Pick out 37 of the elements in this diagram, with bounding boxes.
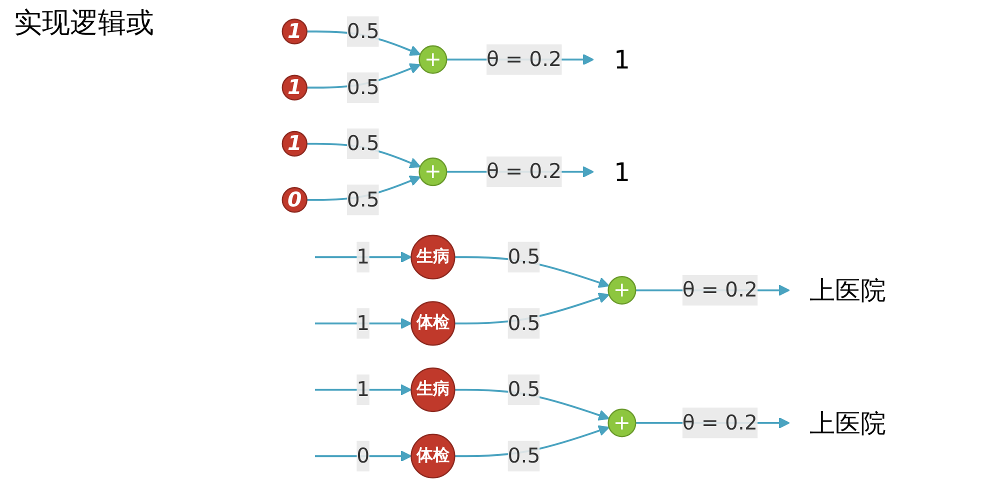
edge-label: 0.5 xyxy=(346,131,379,156)
node-circle: 生病 xyxy=(410,367,455,412)
edge-label: 0 xyxy=(356,443,370,468)
node-circle: + xyxy=(607,276,636,305)
node-circle: 1 xyxy=(281,18,308,44)
arrow xyxy=(314,318,412,330)
arrow xyxy=(314,252,412,263)
edge-label: 0.5 xyxy=(507,244,540,269)
edge-label: θ = 0.2 xyxy=(682,410,757,434)
node-text: 上医院 xyxy=(809,408,886,438)
node-circle: 体检 xyxy=(410,301,455,346)
node-circle: 体检 xyxy=(410,434,455,478)
node-text: 1 xyxy=(613,44,630,75)
edge-label: 1 xyxy=(356,244,370,269)
edge-label: 0.5 xyxy=(507,377,540,402)
arrow xyxy=(314,450,412,462)
node-circle: 生病 xyxy=(410,234,455,280)
edge-label: 0.5 xyxy=(507,310,540,335)
edge-label: θ = 0.2 xyxy=(682,278,757,302)
title: 实现逻辑或 xyxy=(14,5,154,41)
node-text: 上医院 xyxy=(809,274,886,306)
edge-label: 0.5 xyxy=(346,74,379,100)
node-circle: 1 xyxy=(281,130,308,157)
node-circle: + xyxy=(418,158,447,186)
arrow xyxy=(314,384,412,396)
edge-label: 0.5 xyxy=(507,443,540,468)
node-circle: + xyxy=(418,45,447,74)
edge-label: 0.5 xyxy=(346,187,379,212)
edge-label: θ = 0.2 xyxy=(486,159,562,184)
edge-label: 1 xyxy=(356,310,370,335)
edge-label: 0.5 xyxy=(346,18,379,43)
node-circle: 1 xyxy=(281,74,308,100)
edge-label: 1 xyxy=(356,377,370,402)
edge-label: θ = 0.2 xyxy=(486,46,562,72)
node-circle: 0 xyxy=(281,187,308,213)
node-text: 1 xyxy=(613,156,630,188)
node-circle: + xyxy=(607,408,636,438)
